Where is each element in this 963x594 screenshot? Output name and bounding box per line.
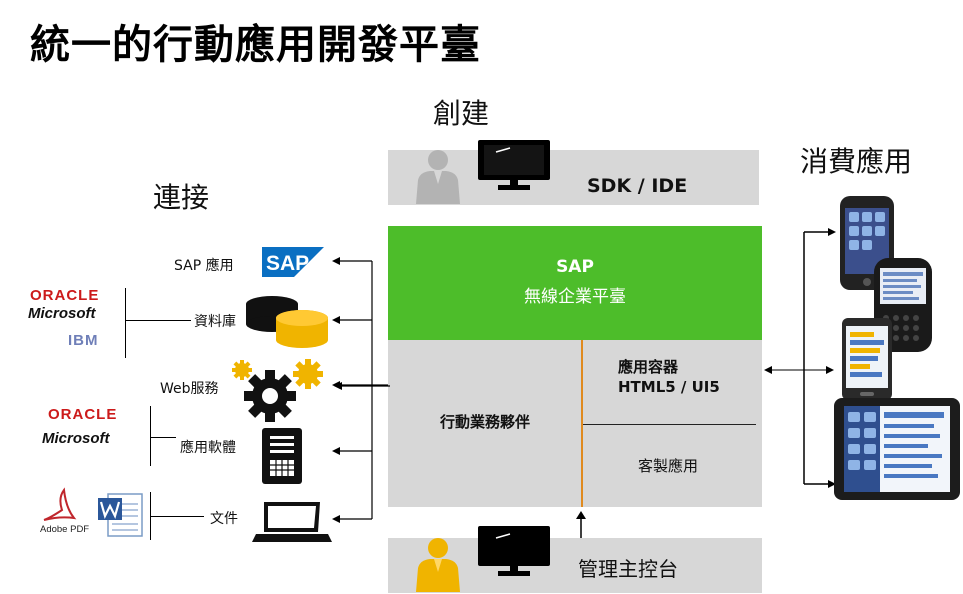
source-web-service: Web服務 [160,381,219,397]
sdk-ide-label: SDK / IDE [587,175,688,197]
monitor-icon [478,140,550,190]
microsoft-logo-1: Microsoft [28,305,96,322]
container-line1: 應用容器 [618,358,679,376]
server-icon [262,428,302,484]
source-sap-app: SAP 應用 [174,258,234,274]
page-title: 統一的行動應用開發平臺 [30,22,481,68]
console-up-arrow [576,511,586,538]
partner-label: 行動業務夥伴 [440,413,531,431]
mobile-partner-block [388,340,762,507]
gears-icon [232,359,323,422]
console-label: 管理主控台 [578,557,678,581]
android-phone-icon [842,318,892,400]
container-divider [583,424,756,425]
heading-create: 創建 [433,97,490,130]
microsoft-logo-2: Microsoft [42,430,110,447]
adobe-pdf-text: Adobe PDF [40,524,89,535]
source-document: 文件 [210,511,238,527]
admin-person-icon [416,538,460,592]
heading-connect: 連接 [153,181,210,214]
oracle-logo-2: ORACLE [48,406,118,423]
device-connector [764,228,836,488]
source-database: 資料庫 [194,314,236,330]
developer-person-icon [416,150,460,204]
sap-logo-text: SAP [266,252,309,275]
db-link-line [125,320,191,321]
console-monitor-icon [478,526,550,576]
app-bracket-line [150,406,151,466]
doc-link-line [150,516,204,517]
ipad-icon [834,398,960,500]
platform-line2: 無線企業平臺 [524,287,626,307]
sap-logo-icon: SAP [262,247,324,277]
word-doc-icon [98,493,143,537]
sap-platform-block [388,226,762,340]
db-bracket-line [125,288,126,358]
adobe-pdf-icon: Adobe PDF [40,487,89,535]
laptop-icon [252,502,332,542]
app-link-line [150,437,176,438]
heading-consume: 消費應用 [800,145,913,178]
iphone-icon [840,196,894,290]
platform-line1: SAP [556,257,594,277]
oracle-logo-1: ORACLE [30,287,100,304]
source-app-software: 應用軟體 [180,440,236,456]
ibm-logo: IBM [68,332,99,349]
database-icon [246,296,328,348]
orange-divider [581,340,583,507]
custom-app-label: 客製應用 [638,457,699,475]
container-line2: HTML5 / UI5 [618,378,720,396]
partner-connector [334,382,390,390]
